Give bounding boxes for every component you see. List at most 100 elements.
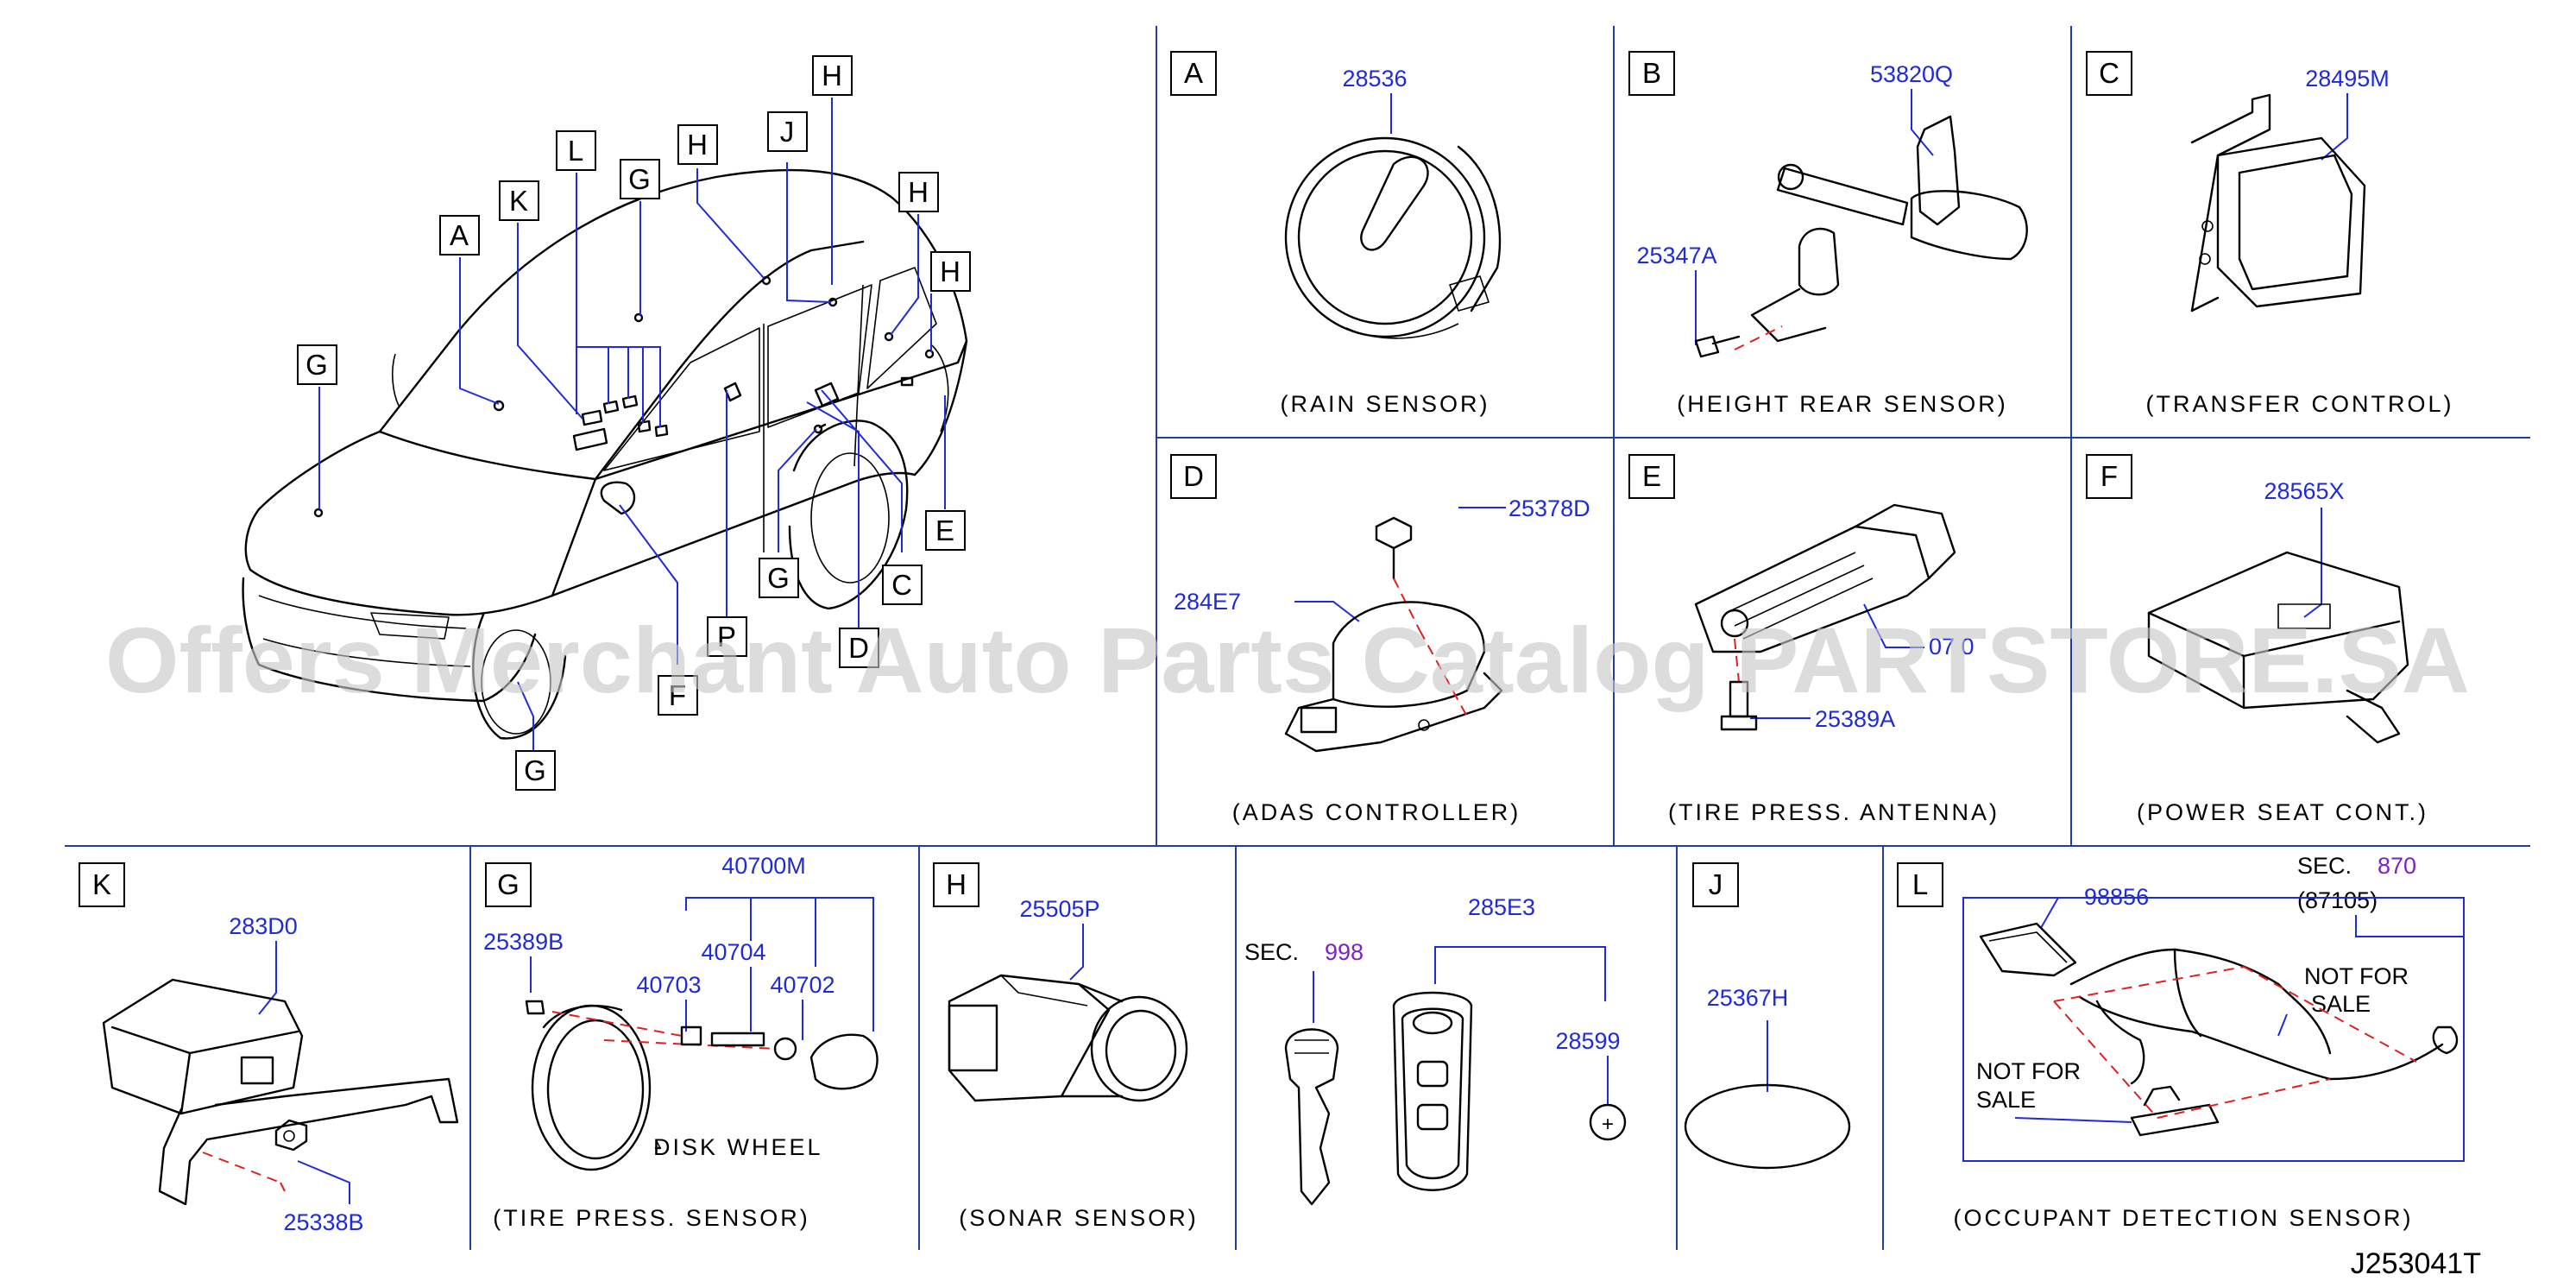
panel-key: SEC. 998 285E3 28599 + xyxy=(1244,894,1627,1206)
height-sensor-drawing xyxy=(1694,115,2028,358)
panel-caption: (ADAS CONTROLLER) xyxy=(1232,799,1521,825)
panel-letter: G xyxy=(497,868,520,900)
svg-text:H: H xyxy=(908,176,929,208)
panel-letter: B xyxy=(1642,57,1661,89)
callout-box-A: A xyxy=(439,215,480,256)
panel-letter-box xyxy=(1692,862,1739,907)
svg-text:D: D xyxy=(848,632,869,664)
part-number: 283D0 xyxy=(229,913,298,939)
panel-caption: (HEIGHT REAR SENSOR) xyxy=(1677,391,2008,417)
vehicle-components xyxy=(313,275,935,518)
transfer-control-drawing xyxy=(2190,93,2366,312)
not-for-sale-label: SALE xyxy=(2311,991,2371,1017)
panel-letter-box xyxy=(1170,51,1217,96)
drawing-number: J253041T xyxy=(2351,1247,2481,1280)
svg-text:C: C xyxy=(891,569,912,601)
part-number: 98856 xyxy=(2084,884,2149,910)
panel-letter: E xyxy=(1642,460,1661,492)
svg-text:G: G xyxy=(305,349,328,381)
panel-letter-box xyxy=(933,862,979,907)
part-number: 28565X xyxy=(2264,478,2344,504)
callout-box-G-rear: G xyxy=(759,558,799,598)
svg-text:J: J xyxy=(780,116,795,148)
key-drawing: + xyxy=(1284,991,1627,1206)
panel-letter: K xyxy=(92,868,111,900)
svg-text:H: H xyxy=(687,129,708,161)
sec-label: SEC. xyxy=(2297,853,2352,879)
part-number: 285E3 xyxy=(1468,894,1535,920)
not-for-sale-label: SALE xyxy=(1976,1087,2036,1113)
svg-text:G: G xyxy=(524,754,546,786)
panel-D-adas-controller: D 25378D 284E7 (ADAS CONTROLLER) xyxy=(1170,454,1590,825)
panel-letter: J xyxy=(1709,868,1723,900)
sec-number: 870 xyxy=(2378,853,2416,879)
panel-grid xyxy=(65,26,2530,1250)
occupant-sensor-drawing xyxy=(1979,922,2459,1137)
callout-box-H-roof: H xyxy=(677,124,718,165)
panel-letter-box xyxy=(2086,454,2132,499)
panel-letter: F xyxy=(2100,460,2118,492)
adas-controller-drawing xyxy=(1284,516,1503,753)
sec-sub: (87105) xyxy=(2297,887,2378,913)
part-number: 40704 xyxy=(701,939,765,965)
svg-text:G: G xyxy=(767,562,790,594)
svg-text:G: G xyxy=(628,163,651,195)
part-number: 284E7 xyxy=(1174,589,1241,615)
panel-letter-box xyxy=(1628,51,1675,96)
svg-text:F: F xyxy=(669,679,686,711)
callout-box-E: E xyxy=(925,510,966,551)
panel-caption: (TIRE PRESS. ANTENNA) xyxy=(1668,799,2000,825)
panel-caption: (TIRE PRESS. SENSOR) xyxy=(493,1205,810,1231)
part-number: 40703 xyxy=(636,972,701,998)
panel-F-power-seat-cont: F 28565X (POWER SEAT CONT.) xyxy=(2086,454,2428,825)
sonar-sensor-drawing xyxy=(948,974,1188,1102)
svg-text:H: H xyxy=(822,60,842,92)
not-for-sale-label: NOT FOR xyxy=(1976,1058,2081,1084)
panel-caption: (TRANSFER CONTROL) xyxy=(2146,391,2454,417)
panel-letter: L xyxy=(1912,868,1928,900)
callout-box-H-rear2: H xyxy=(930,251,971,292)
part-number: 53820Q xyxy=(1870,61,1953,87)
power-seat-drawing xyxy=(2147,551,2409,744)
vehicle-outline xyxy=(242,168,968,740)
panel-letter-box xyxy=(1897,862,1943,907)
sec-number: 998 xyxy=(1325,939,1364,965)
callout-box-D: D xyxy=(839,628,879,668)
svg-text:A: A xyxy=(450,219,469,251)
rain-sensor-drawing xyxy=(1284,136,1502,339)
tire-sensor-drawing xyxy=(525,1000,879,1171)
panel-B-height-rear-sensor: B 53820Q 25347A (HEIGHT REAR SENSOR) xyxy=(1628,51,2028,417)
panel-A-rain-sensor: A 28536 (RAIN SENSOR) xyxy=(1170,51,1502,417)
k-controller-drawing xyxy=(102,978,459,1206)
part-number: 28495M xyxy=(2305,66,2390,92)
sec-label: SEC. xyxy=(1244,939,1299,965)
panel-caption: (SONAR SENSOR) xyxy=(959,1205,1199,1231)
panel-L-occupant-detection-sensor: L SEC. 870 (87105) 98856 NOT FOR SALE NO… xyxy=(1897,853,2465,1231)
panel-letter: H xyxy=(946,868,967,900)
callout-box-L: L xyxy=(556,130,596,171)
panel-caption: (POWER SEAT CONT.) xyxy=(2137,799,2428,825)
panel-letter: D xyxy=(1183,460,1204,492)
part-number: 25389A xyxy=(1815,706,1895,732)
part-number: 40702 xyxy=(770,972,835,998)
panel-G-tire-press-sensor: G 40700M 25389B 40704 40703 40702 DISK W… xyxy=(483,853,879,1231)
callout-box-G-wheel: G xyxy=(515,750,556,791)
panel-H-sonar-sensor: H 25505P (SONAR SENSOR) xyxy=(933,862,1199,1231)
callout-box-K: K xyxy=(499,180,539,221)
disk-wheel-label: DISK WHEEL xyxy=(653,1134,823,1160)
panel-letter-box xyxy=(2086,51,2132,96)
callout-box-H-rear1: H xyxy=(898,172,939,212)
part-number: 07 0 xyxy=(1929,634,1975,659)
watermark: Offers Merchant Auto Parts Catalog PARTS… xyxy=(105,608,2470,712)
callout-box-F: F xyxy=(658,675,698,716)
vehicle-leader-lines xyxy=(318,98,946,751)
part-number: 28536 xyxy=(1342,66,1407,92)
panel-letter-box xyxy=(1628,454,1675,499)
panel-letter-box xyxy=(485,862,532,907)
svg-text:L: L xyxy=(568,135,583,167)
callout-box-P: P xyxy=(707,616,747,657)
part-number: 25347A xyxy=(1636,243,1716,268)
panel-C-transfer-control: C 28495M (TRANSFER CONTROL) xyxy=(2086,51,2454,417)
parts-group-box xyxy=(1962,897,2465,1162)
